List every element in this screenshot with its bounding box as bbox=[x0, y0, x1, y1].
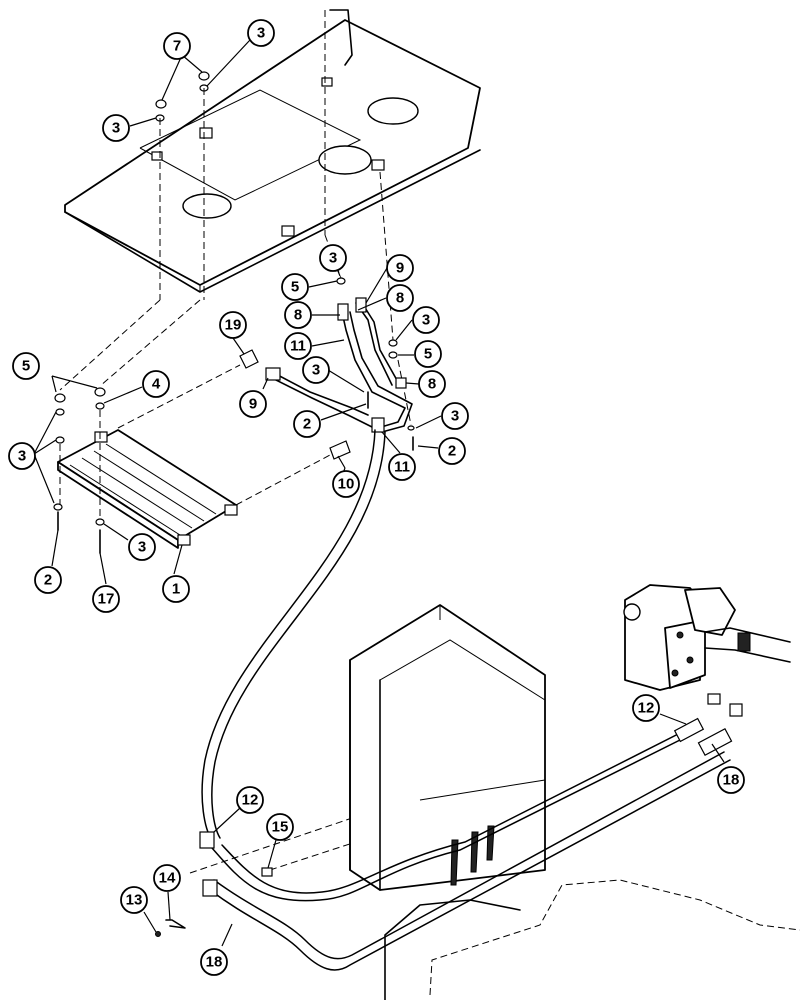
callout-11: 11 bbox=[388, 453, 416, 481]
callout-7: 7 bbox=[163, 32, 191, 60]
svg-text:3: 3 bbox=[422, 312, 430, 329]
callout-3: 3 bbox=[441, 402, 469, 430]
callout-19: 19 bbox=[219, 311, 247, 339]
svg-text:3: 3 bbox=[312, 362, 320, 379]
svg-text:10: 10 bbox=[338, 476, 355, 493]
svg-text:5: 5 bbox=[22, 358, 30, 375]
callout-17: 17 bbox=[92, 585, 120, 613]
callout-2: 2 bbox=[34, 566, 62, 594]
callout-18: 18 bbox=[200, 948, 228, 976]
hoses bbox=[155, 429, 733, 971]
callout-5: 5 bbox=[414, 340, 442, 368]
callout-3: 3 bbox=[412, 306, 440, 334]
callout-1: 1 bbox=[162, 575, 190, 603]
svg-text:3: 3 bbox=[329, 250, 337, 267]
callout-15: 15 bbox=[266, 813, 294, 841]
callout-3: 3 bbox=[128, 533, 156, 561]
svg-text:4: 4 bbox=[152, 376, 161, 393]
callout-5: 5 bbox=[281, 273, 309, 301]
svg-text:15: 15 bbox=[272, 819, 289, 836]
callout-14: 14 bbox=[153, 864, 181, 892]
svg-text:8: 8 bbox=[294, 307, 302, 324]
callout-3: 3 bbox=[8, 442, 36, 470]
svg-text:2: 2 bbox=[44, 572, 52, 589]
svg-text:3: 3 bbox=[257, 25, 265, 42]
svg-text:12: 12 bbox=[242, 792, 259, 809]
callout-10: 10 bbox=[332, 470, 360, 498]
svg-text:14: 14 bbox=[159, 870, 176, 887]
callout-5: 5 bbox=[12, 352, 40, 380]
hydraulic-tank bbox=[349, 604, 546, 891]
callout-18: 18 bbox=[717, 766, 745, 794]
cooler-tubes bbox=[239, 297, 413, 460]
callout-3: 3 bbox=[247, 19, 275, 47]
callout-9: 9 bbox=[239, 390, 267, 418]
svg-text:2: 2 bbox=[448, 443, 456, 460]
callout-2: 2 bbox=[438, 437, 466, 465]
floor-plate bbox=[64, 9, 481, 293]
callout-9: 9 bbox=[386, 254, 414, 282]
callout-8: 8 bbox=[284, 301, 312, 329]
svg-text:3: 3 bbox=[451, 408, 459, 425]
svg-text:7: 7 bbox=[173, 38, 181, 55]
callout-12: 12 bbox=[236, 786, 264, 814]
svg-text:17: 17 bbox=[98, 591, 115, 608]
callout-11: 11 bbox=[284, 332, 312, 360]
callouts: 7 3 3 3 9 5 8 8 3 11 5 19 3 8 5 4 9 2 3 … bbox=[8, 19, 745, 976]
svg-text:11: 11 bbox=[394, 459, 410, 476]
callout-13: 13 bbox=[120, 886, 148, 914]
callout-3: 3 bbox=[319, 244, 347, 272]
svg-text:2: 2 bbox=[303, 416, 311, 433]
svg-text:11: 11 bbox=[290, 338, 306, 355]
svg-text:1: 1 bbox=[172, 581, 180, 598]
svg-text:3: 3 bbox=[18, 448, 26, 465]
svg-text:3: 3 bbox=[112, 120, 120, 137]
svg-text:9: 9 bbox=[396, 260, 404, 277]
svg-text:3: 3 bbox=[138, 539, 146, 556]
svg-text:12: 12 bbox=[638, 700, 655, 717]
callout-8: 8 bbox=[386, 284, 414, 312]
svg-text:18: 18 bbox=[723, 772, 740, 789]
callout-4: 4 bbox=[142, 370, 170, 398]
callout-3: 3 bbox=[302, 356, 330, 384]
oil-cooler bbox=[57, 429, 238, 549]
hydraulic-pump bbox=[623, 584, 791, 717]
svg-text:5: 5 bbox=[424, 346, 432, 363]
svg-text:19: 19 bbox=[225, 317, 242, 334]
svg-text:18: 18 bbox=[206, 954, 223, 971]
leader-lines bbox=[33, 39, 725, 947]
svg-text:9: 9 bbox=[249, 396, 257, 413]
svg-text:13: 13 bbox=[126, 892, 143, 909]
svg-text:8: 8 bbox=[428, 376, 436, 393]
callout-12: 12 bbox=[632, 694, 660, 722]
callout-3: 3 bbox=[102, 114, 130, 142]
callout-8: 8 bbox=[418, 370, 446, 398]
svg-text:8: 8 bbox=[396, 290, 404, 307]
svg-text:5: 5 bbox=[291, 279, 299, 296]
frame bbox=[384, 879, 800, 1000]
callout-2: 2 bbox=[293, 410, 321, 438]
